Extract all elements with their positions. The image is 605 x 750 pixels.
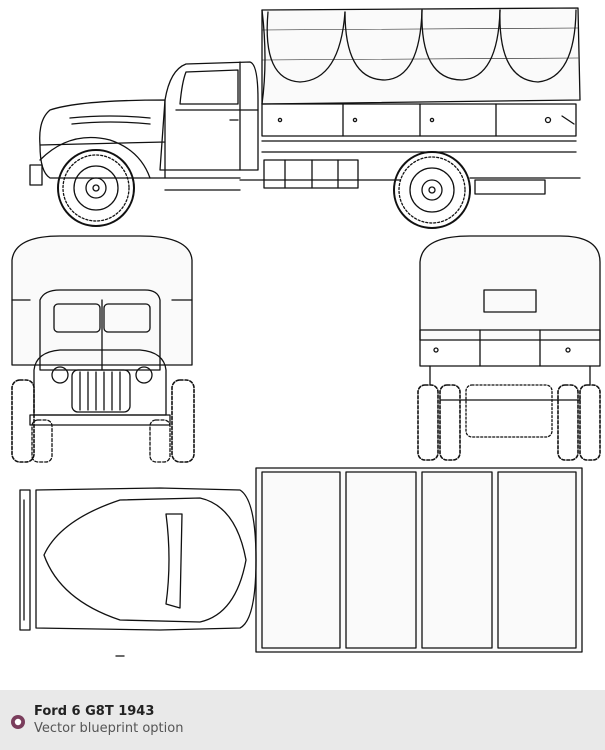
side-rear-wheel xyxy=(393,151,471,229)
side-chassis xyxy=(239,159,581,195)
front-view xyxy=(11,235,195,463)
caption-title: Ford 6 G8T 1943 xyxy=(34,704,155,719)
side-hood xyxy=(29,99,241,191)
rear-view xyxy=(417,235,601,461)
caption-bar: Ford 6 G8T 1943 Vector blueprint option xyxy=(0,690,605,750)
radio-circle-icon[interactable] xyxy=(10,714,26,730)
side-cargo-bed xyxy=(261,103,577,153)
top-view xyxy=(19,467,583,657)
blueprint-image xyxy=(11,7,601,657)
caption-subtitle: Vector blueprint option xyxy=(34,721,184,736)
side-canvas-cover xyxy=(261,7,581,105)
side-front-wheel xyxy=(57,149,135,227)
side-view xyxy=(29,7,581,229)
side-cab xyxy=(159,61,259,171)
